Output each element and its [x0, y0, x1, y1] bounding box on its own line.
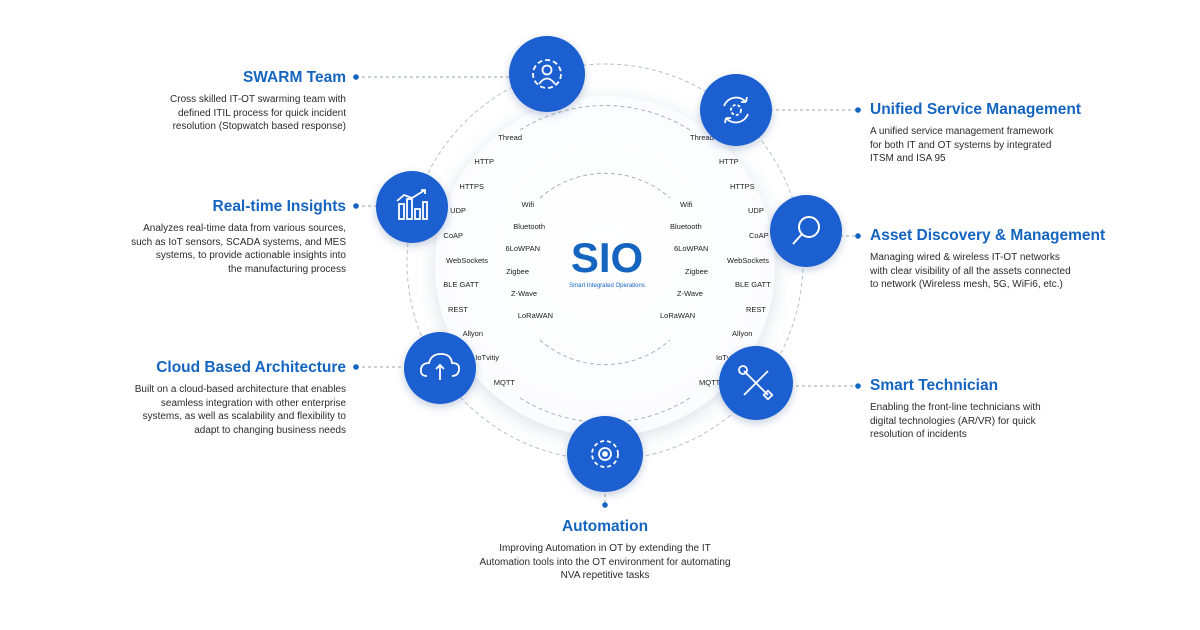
inner-arc-bottom	[519, 397, 691, 423]
proto-outer-left-2: HTTPS	[459, 182, 484, 191]
feature-swarm: SWARM Team Cross skilled IT-OT swarming …	[86, 69, 346, 134]
automation-gear-icon	[591, 440, 619, 468]
proto-outer-right-4: CoAP	[749, 231, 769, 240]
feature-asset-desc: Managing wired & wireless IT-OT networks…	[870, 252, 1071, 290]
proto-outer-right-9: IoTvitiy	[716, 353, 740, 362]
proto-inner-right-1: Bluetooth	[670, 222, 702, 231]
protocol-labels: Thread HTTP HTTPS UDP CoAP WebSockets BL…	[443, 133, 771, 387]
proto-inner-left-0: Wifi	[522, 200, 535, 209]
feature-cloud-title: Cloud Based Architecture	[156, 359, 346, 376]
proto-outer-right-1: HTTP	[719, 157, 739, 166]
feature-cloud-desc: Built on a cloud-based architecture that…	[134, 384, 346, 436]
feature-swarm-desc: Cross skilled IT-OT swarming team with d…	[170, 94, 346, 132]
proto-outer-left-9: IoTvitiy	[475, 353, 499, 362]
dot-automation	[602, 502, 608, 508]
proto-inner-right-0: Wifi	[680, 200, 693, 209]
feature-automation-desc: Improving Automation in OT by extending …	[479, 543, 731, 581]
proto-outer-left-5: WebSockets	[446, 256, 488, 265]
dot-technician	[855, 383, 861, 389]
node-technician[interactable]	[719, 346, 793, 420]
proto-outer-right-8: Allyon	[732, 329, 752, 338]
proto-outer-right-6: BLE GATT	[735, 280, 771, 289]
node-unified[interactable]	[700, 74, 772, 146]
proto-outer-left-8: Allyon	[463, 329, 483, 338]
feature-realtime-desc: Analyzes real-time data from various sou…	[131, 223, 346, 275]
proto-outer-right-0: Thread	[690, 133, 714, 142]
node-cloud[interactable]	[404, 332, 476, 404]
proto-outer-right-7: REST	[746, 305, 766, 314]
dot-unified	[855, 107, 861, 113]
feature-realtime-title: Real-time Insights	[212, 198, 347, 215]
wrench-screwdriver-icon	[738, 365, 774, 401]
proto-outer-right-3: UDP	[748, 206, 764, 215]
proto-outer-right-10: MQTT	[699, 378, 721, 387]
dot-cloud	[353, 364, 359, 370]
proto-outer-left-6: BLE GATT	[443, 280, 479, 289]
sio-subtitle: Smart Integrated Operations	[569, 283, 645, 289]
connector-dots	[353, 74, 861, 508]
node-realtime[interactable]	[376, 171, 448, 243]
feature-swarm-title: SWARM Team	[242, 69, 346, 86]
proto-inner-left-3: Zigbee	[506, 267, 529, 276]
node-swarm[interactable]	[509, 36, 585, 112]
connectors	[356, 76, 858, 505]
feature-automation: Automation Improving Automation in OT by…	[405, 518, 805, 583]
magnifier-icon	[792, 216, 820, 245]
proto-inner-right-4: Z-Wave	[677, 289, 703, 298]
feature-asset-title: Asset Discovery & Management	[870, 227, 1106, 244]
node-asset[interactable]	[770, 195, 842, 267]
team-gear-icon	[532, 59, 562, 89]
proto-outer-left-1: HTTP	[474, 157, 494, 166]
proto-inner-left-2: 6LoWPAN	[506, 244, 540, 253]
feature-unified-desc: A unified service management framework f…	[870, 126, 1054, 164]
feature-technician: Smart Technician Enabling the front-line…	[870, 377, 1170, 442]
proto-inner-right-5: LoRaWAN	[660, 311, 695, 320]
cloud-upload-icon	[419, 353, 461, 380]
proto-outer-left-0: Thread	[498, 133, 522, 142]
proto-outer-left-7: REST	[448, 305, 468, 314]
feature-unified: Unified Service Management A unified ser…	[870, 101, 1170, 166]
feature-automation-title: Automation	[561, 518, 649, 535]
inner-arc-top	[519, 105, 691, 131]
feature-unified-title: Unified Service Management	[870, 101, 1082, 118]
proto-inner-left-4: Z-Wave	[511, 289, 537, 298]
innermost-arc-bottom	[539, 339, 671, 366]
proto-inner-left-1: Bluetooth	[513, 222, 545, 231]
proto-inner-right-3: Zigbee	[685, 267, 708, 276]
sio-title: SIO	[571, 234, 643, 281]
node-automation[interactable]	[567, 416, 643, 492]
dot-swarm	[353, 74, 359, 80]
feature-technician-title: Smart Technician	[870, 377, 999, 394]
proto-inner-right-2: 6LoWPAN	[674, 244, 708, 253]
innermost-arc-top	[539, 172, 671, 199]
proto-outer-right-5: WebSockets	[727, 256, 769, 265]
feature-realtime: Real-time Insights Analyzes real-time da…	[66, 198, 346, 276]
proto-outer-right-2: HTTPS	[730, 182, 755, 191]
proto-outer-left-3: UDP	[450, 206, 466, 215]
feature-cloud: Cloud Based Architecture Built on a clou…	[46, 359, 346, 437]
proto-outer-left-10: MQTT	[494, 378, 516, 387]
bar-chart-icon	[396, 189, 428, 220]
central-disc	[435, 96, 775, 436]
dot-asset	[855, 233, 861, 239]
feature-asset: Asset Discovery & Management Managing wi…	[870, 227, 1180, 292]
service-cycle-icon	[723, 96, 749, 124]
dot-realtime	[353, 203, 359, 209]
feature-technician-desc: Enabling the front-line technicians with…	[870, 402, 1041, 440]
proto-outer-left-4: CoAP	[443, 231, 463, 240]
proto-inner-left-5: LoRaWAN	[518, 311, 553, 320]
